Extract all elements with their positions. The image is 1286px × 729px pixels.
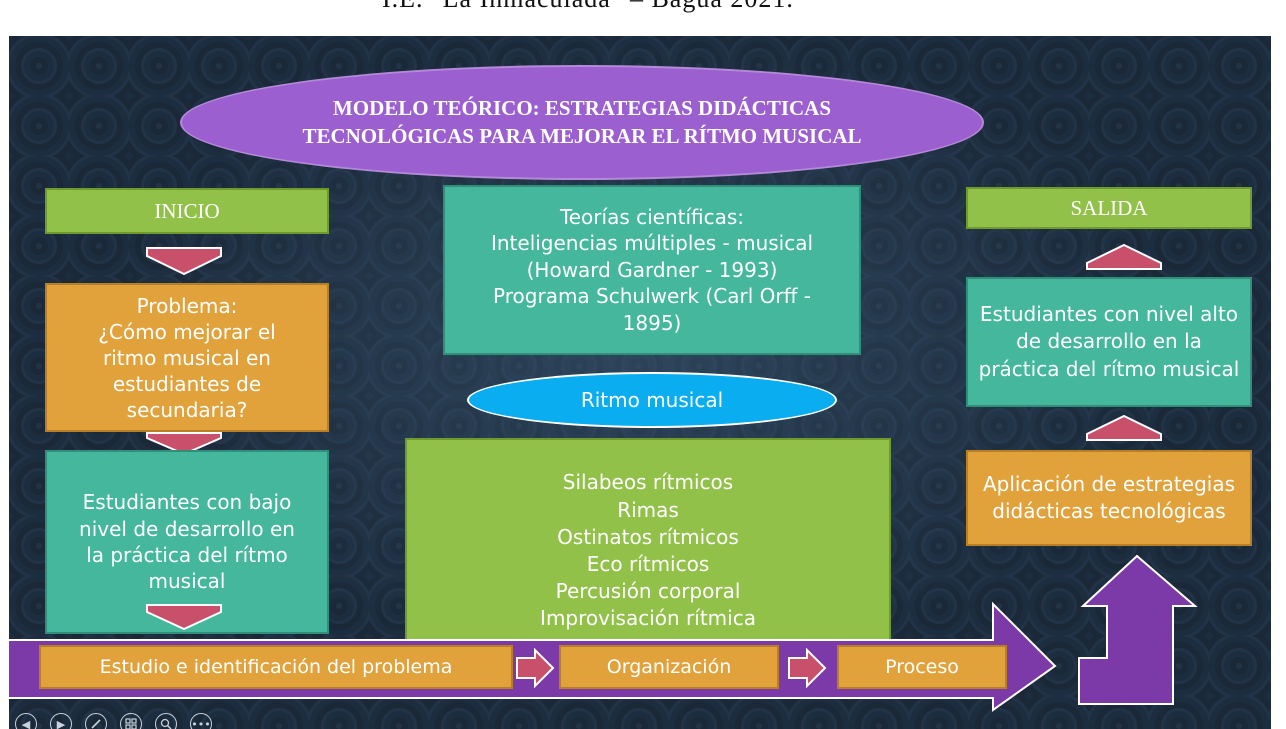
- salida-label: SALIDA: [966, 187, 1252, 229]
- previous-icon[interactable]: ◀: [15, 713, 37, 729]
- down-arrow-1: [146, 247, 222, 276]
- right-arrow-2: [788, 647, 827, 689]
- problema-box: Problema: ¿Cómo mejorar el ritmo musical…: [45, 283, 329, 432]
- estudiantes-bajo-box: Estudiantes con bajo nivel de desarrollo…: [45, 450, 329, 634]
- down-arrow-2: [146, 432, 222, 456]
- teorias-box: Teorías científicas: Inteligencias múlti…: [443, 185, 861, 355]
- estudiantes-bajo-text: Estudiantes con bajo nivel de desarrollo…: [79, 490, 295, 594]
- flow-estudio-text: Estudio e identificación del problema: [99, 656, 453, 678]
- zoom-icon[interactable]: [155, 713, 177, 729]
- top-caption: I.E. "La Inmaculada" – Bagua 2021.: [0, 0, 1286, 36]
- up-arrow-2: [1086, 414, 1162, 441]
- pen-icon[interactable]: [85, 713, 107, 729]
- ritmo-musical-text: Ritmo musical: [580, 388, 724, 412]
- ritmo-musical-ellipse: Ritmo musical: [467, 372, 837, 428]
- right-arrow-1: [516, 647, 555, 689]
- next-icon[interactable]: ▶: [50, 713, 72, 729]
- flow-organizacion-box: Organización: [559, 645, 779, 689]
- flow-proceso-text: Proceso: [885, 656, 959, 678]
- problema-text: Problema: ¿Cómo mejorar el ritmo musical…: [98, 293, 276, 422]
- more-icon[interactable]: •••: [190, 713, 212, 729]
- up-arrow-1: [1086, 243, 1162, 270]
- flow-organizacion-text: Organización: [606, 656, 732, 678]
- inicio-text: INICIO: [154, 198, 220, 223]
- top-caption-text: I.E. "La Inmaculada" – Bagua 2021.: [382, 0, 794, 14]
- estudiantes-alto-box: Estudiantes con nivel alto de desarrollo…: [966, 277, 1252, 407]
- aplicacion-box: Aplicación de estrategias didácticas tec…: [966, 450, 1252, 546]
- flow-estudio-box: Estudio e identificación del problema: [39, 645, 513, 689]
- salida-text: SALIDA: [1070, 195, 1148, 220]
- flow-proceso-box: Proceso: [837, 645, 1007, 689]
- slide: MODELO TEÓRICO: ESTRATEGIAS DIDÁCTICAS T…: [9, 36, 1271, 729]
- aplicacion-text: Aplicación de estrategias didácticas tec…: [982, 471, 1236, 523]
- title-text: MODELO TEÓRICO: ESTRATEGIAS DIDÁCTICAS T…: [302, 96, 862, 148]
- inicio-label: INICIO: [45, 188, 329, 234]
- title-ellipse: MODELO TEÓRICO: ESTRATEGIAS DIDÁCTICAS T…: [180, 65, 984, 180]
- up-bend-arrow: [1078, 554, 1198, 705]
- down-arrow-3: [146, 604, 222, 631]
- estudiantes-alto-text: Estudiantes con nivel alto de desarrollo…: [978, 301, 1240, 381]
- teorias-text: Teorías científicas: Inteligencias múlti…: [490, 205, 814, 335]
- ritmo-items-text: Silabeos rítmicos Rimas Ostinatos rítmic…: [540, 470, 756, 631]
- slides-grid-icon[interactable]: [120, 713, 142, 729]
